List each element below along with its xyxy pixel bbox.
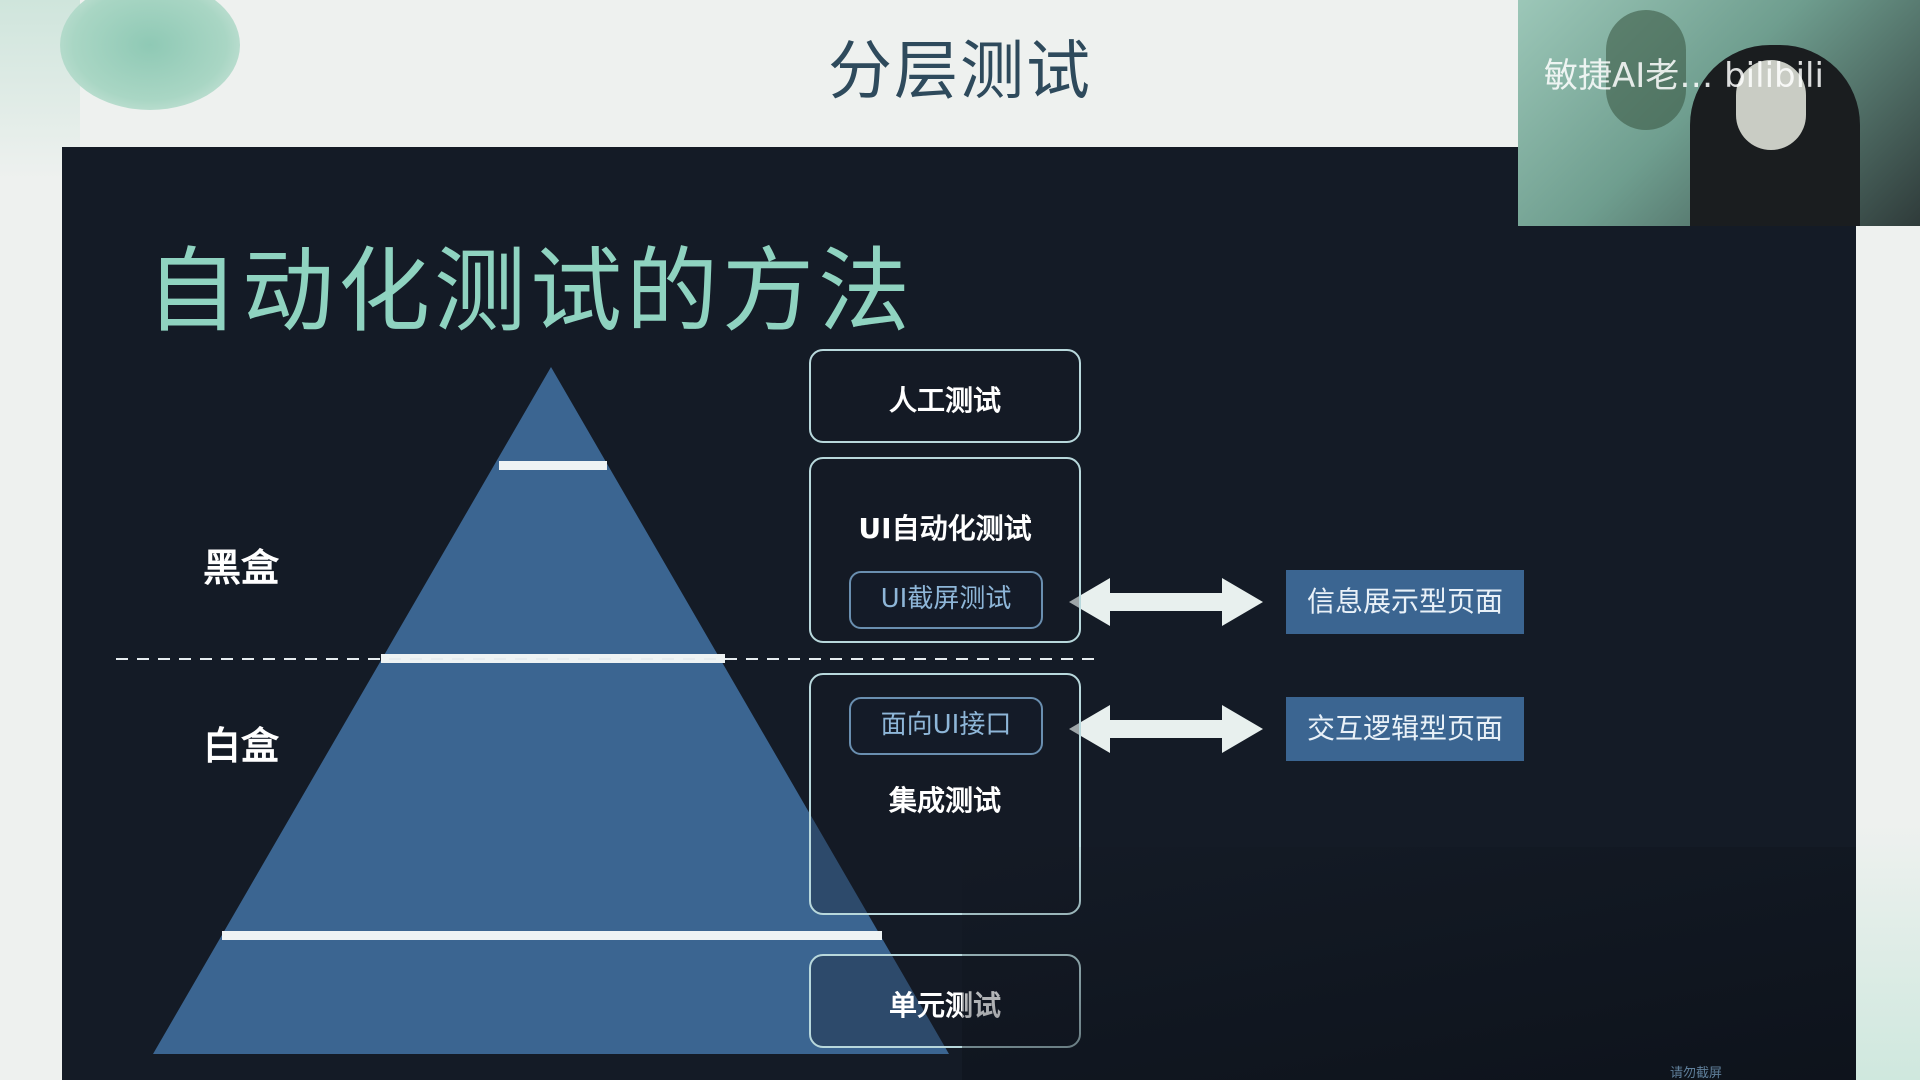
page-title: 分层测试 — [828, 35, 1092, 109]
integration-test-label: 集成测试 — [888, 784, 1001, 817]
slide-canvas: 自动化测试的方法 黑盒 白盒 人工测试 UI自动化测试 UI截屏测试 面向UI接… — [62, 147, 1856, 1080]
black-box-label: 黑盒 — [203, 546, 280, 590]
arrow-interaction-page — [1069, 705, 1263, 753]
background-plant — [1606, 10, 1686, 130]
ui-interface-pill: 面向UI接口 — [849, 697, 1043, 755]
presenter-face — [1736, 60, 1806, 150]
webcam-overlay: 敏捷AI老… bilibili — [1518, 0, 1920, 226]
ui-screenshot-pill: UI截屏测试 — [849, 571, 1043, 629]
info-page-tag: 信息展示型页面 — [1286, 570, 1524, 634]
test-pyramid-diagram — [116, 367, 1263, 1054]
footer-badge: 请勿截屏 — [1670, 1066, 1723, 1080]
decorative-circle — [60, 0, 240, 110]
right-edge-strip — [1856, 226, 1920, 1080]
white-box-label: 白盒 — [203, 724, 280, 768]
manual-test-label: 人工测试 — [888, 384, 1001, 417]
ui-automation-box: UI自动化测试 UI截屏测试 — [809, 457, 1081, 643]
slide-shadow — [962, 847, 1856, 1080]
video-watermark: 敏捷AI老… bilibili — [1544, 56, 1824, 96]
interaction-page-tag: 交互逻辑型页面 — [1286, 697, 1524, 761]
slide-title: 自动化测试的方法 — [146, 238, 915, 345]
ui-automation-label: UI自动化测试 — [858, 512, 1032, 545]
pyramid-divider-bottom — [222, 931, 882, 940]
pyramid-divider-top — [499, 461, 607, 470]
manual-test-box: 人工测试 — [809, 349, 1081, 443]
arrow-info-page — [1069, 578, 1263, 626]
pyramid-divider-middle — [381, 654, 725, 663]
pyramid-shape — [153, 367, 949, 1054]
